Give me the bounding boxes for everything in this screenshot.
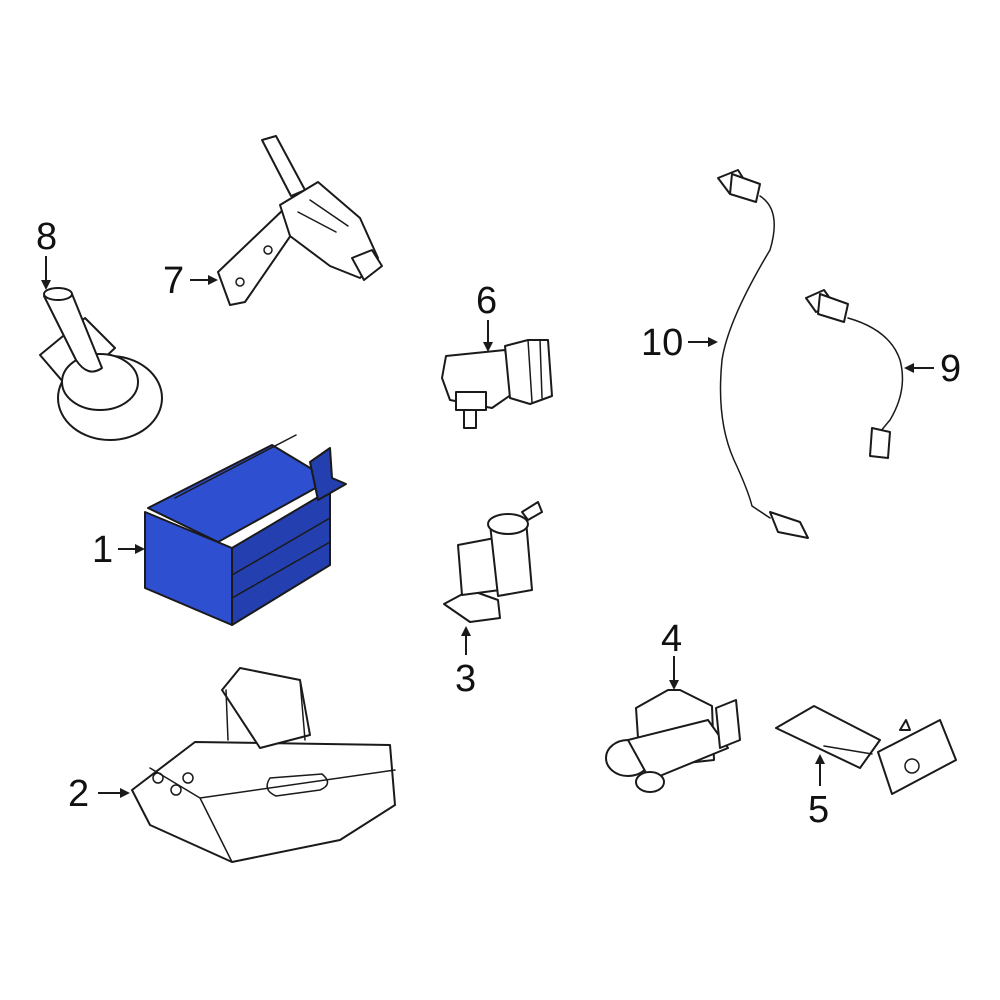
callout-8[interactable]: 8 [36, 216, 58, 258]
callout-9[interactable]: 9 [940, 348, 962, 390]
part-6-sensor[interactable] [441, 339, 553, 429]
callout-4[interactable]: 4 [661, 618, 683, 660]
callout-1[interactable]: 1 [92, 529, 114, 571]
callout-7[interactable]: 7 [163, 260, 185, 302]
part-4-solenoid[interactable] [605, 689, 741, 793]
part-8-diaphragm[interactable] [39, 287, 163, 441]
leader-lines [41, 256, 934, 798]
part-7-valve-bracket[interactable] [217, 135, 383, 306]
part-1-canister[interactable] [144, 434, 347, 626]
part-9-sensor-short[interactable] [805, 289, 904, 459]
callout-2[interactable]: 2 [68, 773, 90, 815]
callout-5[interactable]: 5 [808, 789, 830, 831]
callout-3[interactable]: 3 [455, 658, 477, 700]
canister-side [231, 489, 331, 626]
callout-6[interactable]: 6 [476, 280, 498, 322]
part-3-purge-valve[interactable] [443, 501, 543, 623]
callout-10[interactable]: 10 [641, 322, 684, 364]
part-2-bracket-tray[interactable] [131, 667, 396, 863]
part-10-sensor-long[interactable] [717, 169, 809, 539]
part-5-bracket[interactable] [775, 705, 957, 795]
